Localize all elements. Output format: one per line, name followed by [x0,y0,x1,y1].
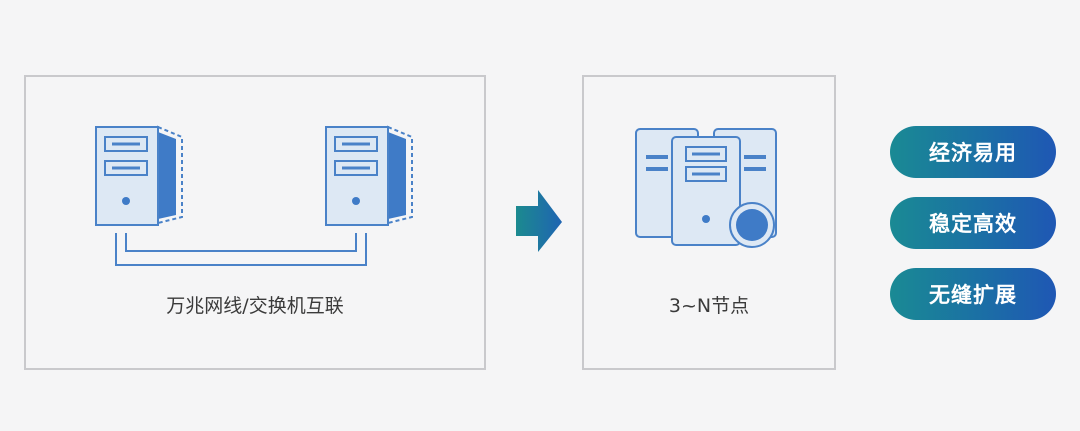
feature-pill-scalable: 无缝扩展 [890,268,1056,320]
cluster-caption: 3~N节点 [668,295,750,317]
feature-pill-economical: 经济易用 [890,126,1056,178]
interconnect-caption: 万兆网线/交换机互联 [166,295,344,317]
server-right-icon [325,125,413,226]
arrow-right-icon [516,190,562,252]
cluster-nodes-diagram [635,128,777,248]
node-front-icon [671,136,741,246]
connection-cable [115,233,367,266]
two-servers-diagram [95,125,413,266]
cluster-panel: 3~N节点 [582,75,836,370]
interconnect-panel: 万兆网线/交换机互联 [24,75,486,370]
server-left-icon [95,125,183,226]
storage-disk-icon [729,202,775,248]
feature-pill-stable: 稳定高效 [890,197,1056,249]
